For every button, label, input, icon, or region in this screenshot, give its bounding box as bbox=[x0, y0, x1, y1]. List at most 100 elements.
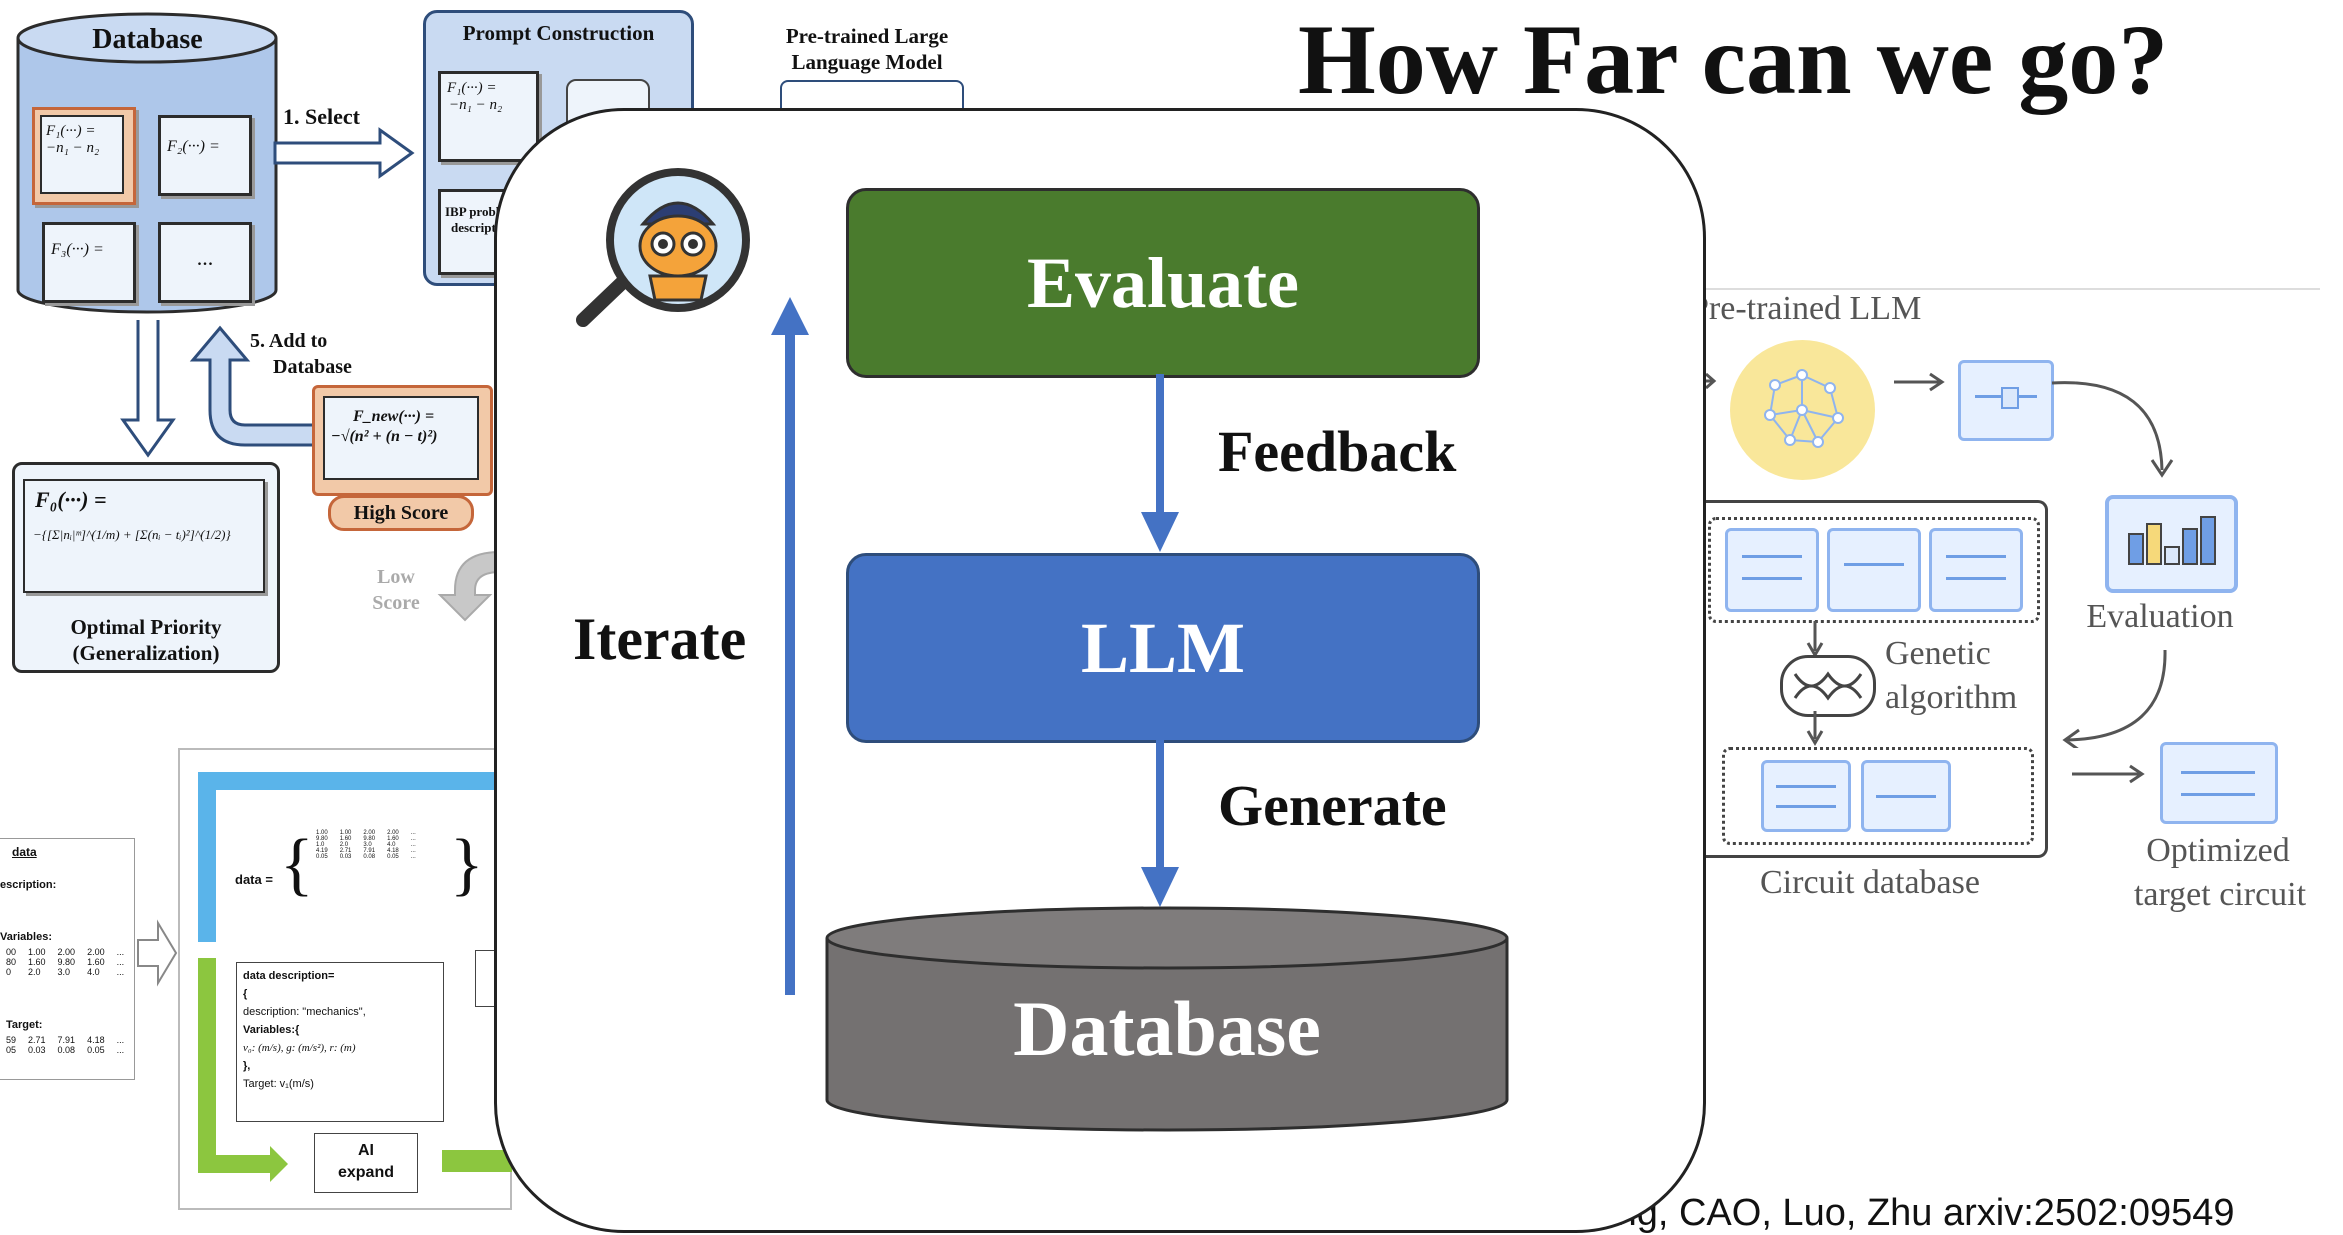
dna-icon bbox=[1780, 655, 1876, 717]
high-score-badge: High Score bbox=[328, 495, 474, 531]
expand-label: expand bbox=[337, 1164, 394, 1181]
generate-arrow bbox=[1141, 739, 1179, 907]
ibp-text: IBP proble bbox=[445, 204, 506, 219]
description-label: escription: bbox=[0, 879, 57, 891]
quantum-gate-icon bbox=[1861, 760, 1951, 832]
quantum-gate-icon bbox=[1958, 360, 2054, 441]
prompt-f1-rhs: −n₁ − n₂ bbox=[449, 97, 503, 113]
circuit-database-panel: Genetic algorithm bbox=[1700, 500, 2048, 858]
f1-card: F₁(···) = −n₁ − n₂ bbox=[32, 107, 136, 205]
feedback-arrow bbox=[1141, 374, 1179, 552]
f0-formula-rhs: −{[Σ|nᵢ|ᵐ]^(1/m) + [Σ(nᵢ − tᵢ)²]^(1/2)} bbox=[33, 527, 231, 542]
green-bracket bbox=[198, 958, 216, 1173]
generalization-label: (Generalization) bbox=[72, 641, 220, 665]
data-equation-label: data = bbox=[235, 872, 273, 887]
bar-chart-icon bbox=[2105, 495, 2238, 593]
score-label: Score bbox=[372, 592, 420, 614]
more-formulas: ... bbox=[196, 245, 214, 270]
left-database-title: Database bbox=[92, 24, 203, 55]
down-arrow-to-f0 bbox=[120, 320, 176, 458]
genetic-label: Genetic bbox=[1885, 635, 1991, 672]
data-description-box: data description= { description: "mechan… bbox=[236, 962, 444, 1122]
ai-label: AI bbox=[358, 1142, 374, 1159]
brain-network-icon bbox=[1730, 340, 1875, 480]
right-top-divider bbox=[1700, 288, 2320, 290]
evaluate-label: Evaluate bbox=[1026, 243, 1299, 323]
fnew-formula: F_new(···) = bbox=[353, 408, 435, 425]
brain-network-svg bbox=[1764, 369, 1844, 448]
matrix-right-brace: } bbox=[450, 826, 484, 903]
robot-magnifier-icon bbox=[555, 160, 770, 340]
quantum-gate-icon bbox=[1929, 528, 2023, 612]
low-score-arrow bbox=[437, 550, 501, 622]
low-label: Low bbox=[377, 566, 415, 588]
quantum-gate-icon bbox=[1725, 528, 1819, 612]
database-cylinder: Database bbox=[822, 904, 1512, 1134]
matrix-left-brace: { bbox=[280, 826, 314, 903]
target-label: Target: bbox=[6, 1019, 43, 1031]
prompt-f1-card: F₁(···) = −n₁ − n₂ bbox=[438, 71, 539, 162]
quantum-gate-icon bbox=[1761, 760, 1851, 832]
quantum-gate-icon bbox=[2160, 742, 2278, 824]
database-cylinder-svg bbox=[825, 906, 1509, 1132]
green-output-bar bbox=[442, 1150, 512, 1172]
eval-to-ga-arrow bbox=[2062, 649, 2167, 748]
prompt-f1: F₁(···) = bbox=[447, 80, 497, 96]
iterate-label: Iterate bbox=[573, 606, 747, 672]
optimal-label: Optimal Priority bbox=[70, 615, 222, 639]
select-label: 1. Select bbox=[283, 104, 360, 129]
add-to-label: 5. Add to bbox=[250, 330, 328, 352]
pretrained-label-2: Language Model bbox=[791, 50, 943, 74]
fnew-card: F_new(···) = −√(n² + (n − t)²) bbox=[312, 385, 493, 496]
algorithm-label: algorithm bbox=[1885, 679, 2018, 716]
target-circuit-label: target circuit bbox=[2133, 876, 2307, 913]
f3-card: F₃(···) = bbox=[42, 222, 136, 303]
f0-card: F₀(···) = −{[Σ|nᵢ|ᵐ]^(1/m) + [Σ(nᵢ − tᵢ)… bbox=[12, 462, 280, 673]
quantum-gate-icon bbox=[1827, 528, 1921, 612]
dna-svg bbox=[1793, 671, 1863, 701]
circuit-database-label: Circuit database bbox=[1760, 864, 1980, 901]
pretrained-llm-label: Pre-trained LLM bbox=[1690, 290, 1922, 327]
ibp-text-2: descripti bbox=[451, 220, 500, 235]
left-database-cylinder: Database F₁(···) = −n₁ − n₂ F₂(···) = F₃… bbox=[15, 10, 280, 315]
down-arrow bbox=[1806, 711, 1824, 746]
data-flow-arrow bbox=[137, 919, 178, 987]
f1-formula: F₁(···) = bbox=[46, 123, 96, 139]
f0-formula: F₀(···) = bbox=[35, 487, 107, 512]
database-label: Database bbox=[1013, 985, 1321, 1072]
add-to-label-2: Database bbox=[273, 356, 352, 378]
circuit-to-eval-arrow bbox=[2051, 381, 2174, 478]
feedback-label: Feedback bbox=[1218, 419, 1457, 484]
ai-expand-box: AI expand bbox=[314, 1133, 418, 1193]
pretrained-label: Pre-trained Large bbox=[785, 24, 949, 48]
data-label: data bbox=[12, 845, 37, 859]
add-to-database-arrow bbox=[189, 325, 317, 447]
llm-label: LLM bbox=[1080, 608, 1245, 688]
f2-formula: F₂(···) = bbox=[167, 138, 220, 155]
high-score-label: High Score bbox=[353, 502, 449, 524]
to-optimized-arrow bbox=[2072, 764, 2145, 784]
f1-formula-rhs: −n₁ − n₂ bbox=[46, 140, 100, 156]
optimized-label: Optimized bbox=[2146, 832, 2290, 869]
f2-card: F₂(···) = bbox=[158, 115, 252, 196]
evaluate-box: Evaluate bbox=[846, 188, 1480, 378]
more-card: ... bbox=[158, 222, 252, 303]
fnew-formula-rhs: −√(n² + (n − t)²) bbox=[331, 428, 438, 445]
llm-to-circuit-arrow bbox=[1894, 372, 1945, 392]
prompt-title: Prompt Construction bbox=[462, 21, 655, 45]
bar-chart-svg bbox=[2128, 516, 2216, 565]
